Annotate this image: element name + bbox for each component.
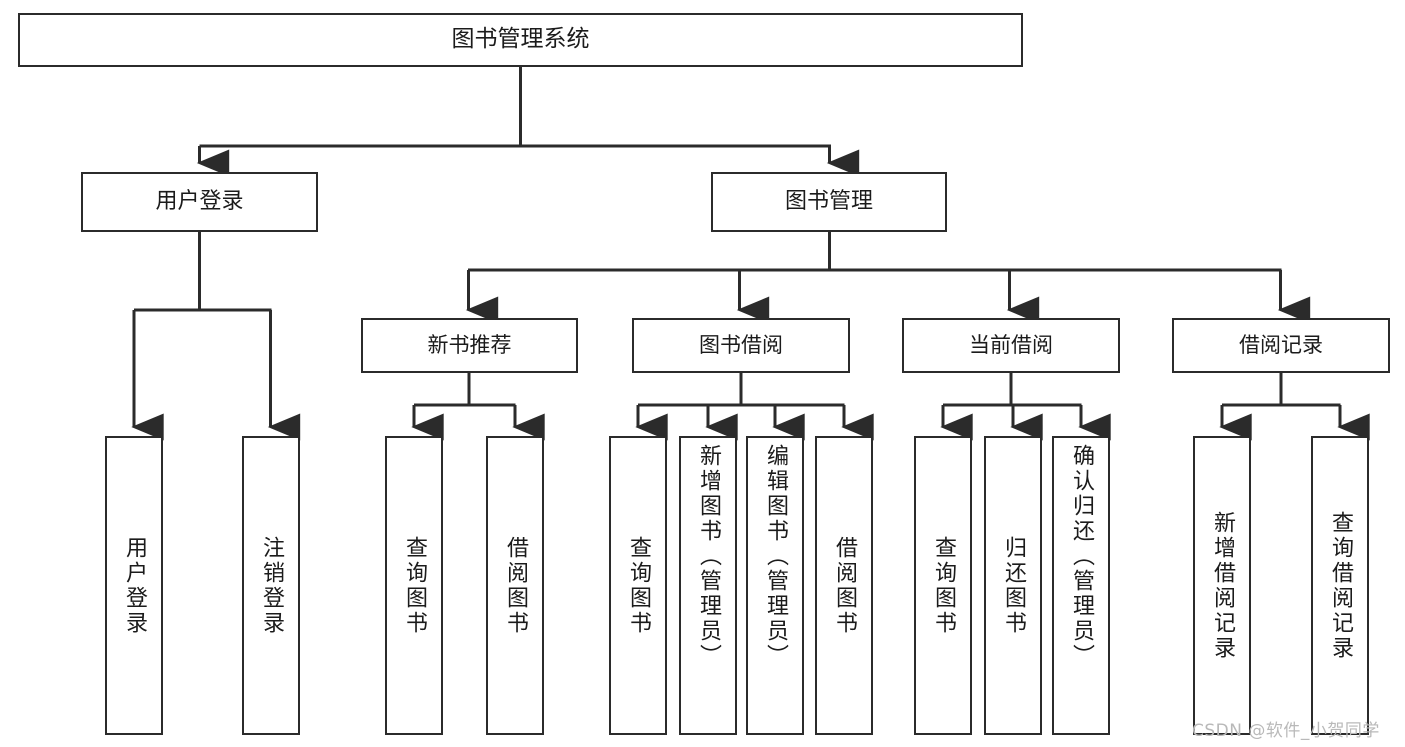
node-borrow-record[interactable]: 借阅记录 (1172, 318, 1390, 373)
node-root-label: 图书管理系统 (451, 26, 590, 53)
node-current-borrow[interactable]: 当前借阅 (902, 318, 1120, 373)
node-new-book-recommend-label: 新书推荐 (427, 333, 512, 358)
leaf-add-book-admin-label: 新增图书（管理员） (696, 444, 721, 669)
leaf-user-logout[interactable]: 注销登录 (242, 436, 300, 735)
leaf-query-book-current[interactable]: 查询图书 (914, 436, 972, 735)
leaf-return-book-label: 归还图书 (1001, 535, 1026, 636)
leaf-add-book-admin[interactable]: 新增图书（管理员） (679, 436, 737, 735)
leaf-edit-book-admin[interactable]: 编辑图书（管理员） (746, 436, 804, 735)
leaf-query-book-newbook[interactable]: 查询图书 (385, 436, 443, 735)
node-user-login-label: 用户登录 (155, 189, 244, 215)
node-book-management-label: 图书管理 (784, 189, 873, 215)
node-root[interactable]: 图书管理系统 (18, 13, 1023, 67)
leaf-return-book[interactable]: 归还图书 (984, 436, 1042, 735)
node-new-book-recommend[interactable]: 新书推荐 (361, 318, 578, 373)
node-user-login[interactable]: 用户登录 (81, 172, 318, 232)
leaf-borrow-book[interactable]: 借阅图书 (815, 436, 873, 735)
leaf-add-borrow-record[interactable]: 新增借阅记录 (1193, 436, 1251, 735)
leaf-confirm-return-admin-label: 确认归还（管理员） (1069, 444, 1094, 669)
leaf-borrow-book-newbook[interactable]: 借阅图书 (486, 436, 544, 735)
leaf-query-borrow-record[interactable]: 查询借阅记录 (1311, 436, 1369, 735)
node-book-borrow[interactable]: 图书借阅 (632, 318, 850, 373)
leaf-user-logout-label: 注销登录 (259, 535, 284, 636)
leaf-query-book-borrow[interactable]: 查询图书 (609, 436, 667, 735)
leaf-query-book-newbook-label: 查询图书 (402, 535, 427, 636)
leaf-confirm-return-admin[interactable]: 确认归还（管理员） (1052, 436, 1110, 735)
leaf-query-book-borrow-label: 查询图书 (626, 535, 651, 636)
leaf-edit-book-admin-label: 编辑图书（管理员） (763, 444, 788, 669)
node-book-management[interactable]: 图书管理 (711, 172, 947, 232)
leaf-borrow-book-label: 借阅图书 (832, 535, 857, 636)
leaf-add-borrow-record-label: 新增借阅记录 (1210, 510, 1235, 661)
node-current-borrow-label: 当前借阅 (969, 333, 1053, 358)
leaf-user-login-label: 用户登录 (122, 535, 147, 636)
leaf-query-borrow-record-label: 查询借阅记录 (1328, 510, 1353, 661)
leaf-query-book-current-label: 查询图书 (931, 535, 956, 636)
node-borrow-record-label: 借阅记录 (1239, 333, 1323, 358)
node-book-borrow-label: 图书借阅 (699, 333, 783, 358)
leaf-user-login[interactable]: 用户登录 (105, 436, 163, 735)
leaf-borrow-book-newbook-label: 借阅图书 (503, 535, 528, 636)
watermark: CSDN @软件_小贺同学 (1192, 721, 1380, 741)
